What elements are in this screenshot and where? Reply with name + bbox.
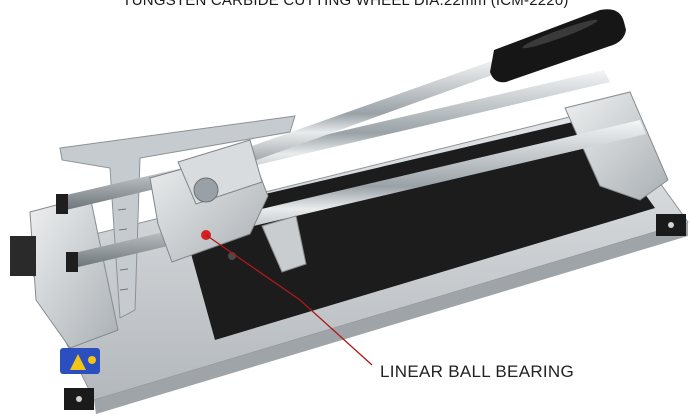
handle-grip-highlight: [522, 19, 598, 49]
front-mounting-bracket: [10, 236, 36, 276]
rail-end-cap-lower: [66, 252, 78, 272]
triangle-warning-logo-icon: [70, 354, 86, 370]
breaker-foot: [261, 215, 307, 273]
rail-end-cap-upper: [56, 194, 68, 214]
callout-label: LINEAR BALL BEARING: [380, 362, 575, 381]
base-front-edge: [94, 222, 688, 414]
callout-leader-line: [205, 234, 373, 366]
lever-arm: [190, 58, 506, 182]
logo-badge-dot-icon: [88, 356, 96, 364]
bolt-icon: [76, 396, 82, 402]
angle-guide: [59, 115, 296, 319]
product-title: TUNGSTEN CARBIDE CUTTING WHEEL DIA.22mm …: [122, 0, 569, 9]
scoring-wheel-icon: [193, 177, 219, 203]
handle-grip: [490, 9, 626, 83]
bolt-icon: [668, 222, 674, 228]
rear-end-block: [564, 91, 669, 201]
cutting-surface: [180, 118, 655, 340]
